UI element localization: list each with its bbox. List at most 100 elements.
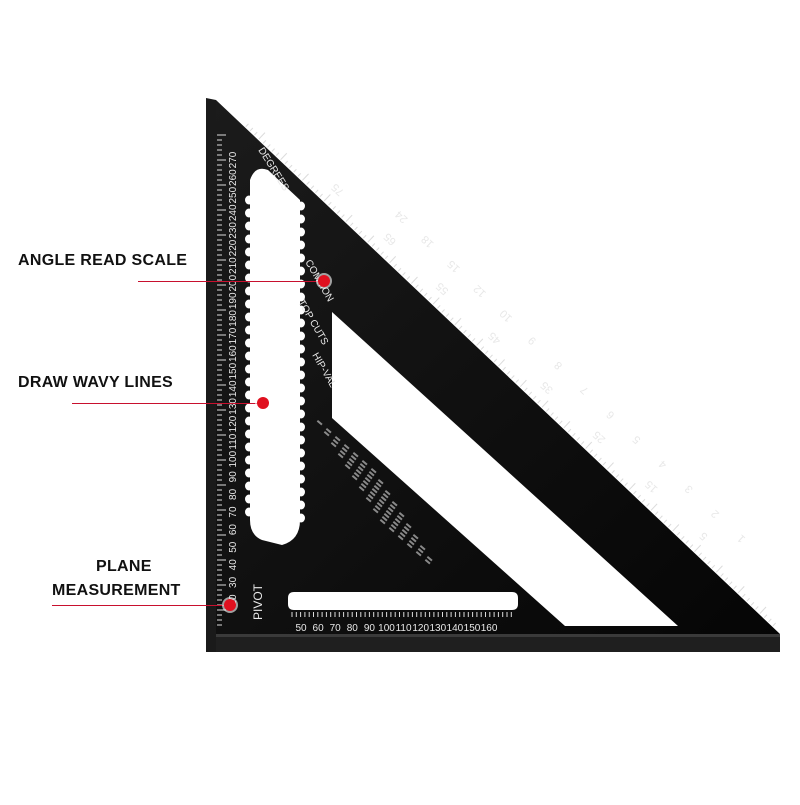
notch xyxy=(245,390,253,400)
rafter-number: 10 xyxy=(498,307,515,324)
hyp-tick xyxy=(755,606,759,610)
base-scale-ticks xyxy=(291,612,512,617)
hyp-tick xyxy=(445,313,450,317)
hyp-tick xyxy=(524,387,528,392)
degree-scale-number: 270 xyxy=(228,151,239,168)
base-scale-number: 80 xyxy=(347,623,359,634)
callout-plane-measurement-line1: PLANE xyxy=(96,558,152,575)
hyp-tick xyxy=(458,325,463,330)
notch xyxy=(297,240,305,250)
hyp-tick xyxy=(467,333,472,338)
degree-scale-number: 70 xyxy=(228,506,239,518)
hyp-degree-number: 65 xyxy=(382,230,399,247)
hyp-tick xyxy=(498,359,505,367)
degree-scale-number: 150 xyxy=(228,362,239,379)
engraving-mark xyxy=(419,544,426,551)
notch xyxy=(297,331,305,341)
notch xyxy=(245,481,253,491)
engraving-mark xyxy=(372,507,379,514)
hyp-tick xyxy=(280,152,288,161)
notch xyxy=(245,429,253,439)
hyp-tick xyxy=(511,375,515,379)
engraving-mark xyxy=(417,548,424,554)
hyp-tick xyxy=(759,606,767,614)
notch xyxy=(245,364,253,374)
hyp-tick xyxy=(415,284,419,289)
degree-scale-number: 80 xyxy=(228,488,239,500)
hyp-tick xyxy=(654,511,659,515)
notch xyxy=(297,513,305,523)
rafter-number: 7 xyxy=(578,383,591,396)
engraving-mark xyxy=(350,455,357,461)
hyp-tick xyxy=(245,123,249,128)
hyp-tick xyxy=(358,230,363,235)
rafter-number: 15 xyxy=(445,258,462,275)
square-base-lip xyxy=(206,634,780,652)
notch xyxy=(297,344,305,354)
notch xyxy=(297,292,305,302)
notch xyxy=(297,357,305,367)
engraving-mark xyxy=(323,431,330,437)
hyp-tick xyxy=(715,565,723,573)
hyp-tick xyxy=(489,354,493,359)
engraving-mark xyxy=(343,443,350,450)
hyp-tick xyxy=(371,243,376,247)
engraving-mark xyxy=(368,471,375,477)
engraving-mark xyxy=(426,556,433,562)
notch xyxy=(297,461,305,471)
degree-scale-number: 170 xyxy=(228,327,239,344)
callout-dot-plane xyxy=(224,599,236,611)
hyp-tick xyxy=(620,478,624,482)
hyp-tick xyxy=(528,391,533,396)
notch xyxy=(297,370,305,380)
degree-scale-number: 220 xyxy=(228,239,239,256)
notch xyxy=(245,286,253,296)
engraving-mark xyxy=(382,492,389,499)
engraving-mark xyxy=(392,520,399,527)
engraving-mark xyxy=(408,540,415,546)
hyp-tick xyxy=(545,408,550,412)
base-scale-number: 160 xyxy=(481,623,498,634)
hyp-tick xyxy=(724,577,729,581)
hyp-tick xyxy=(397,267,402,272)
hyp-tick xyxy=(262,140,267,144)
engraving-mark xyxy=(374,505,381,511)
hyp-tick xyxy=(476,338,484,346)
engraving-mark xyxy=(366,474,373,480)
degree-scale-number: 210 xyxy=(228,257,239,274)
notch xyxy=(245,468,253,478)
hyp-tick xyxy=(258,132,266,140)
hyp-tick xyxy=(302,173,309,181)
hyp-tick xyxy=(563,421,571,429)
notch xyxy=(245,325,253,335)
rafter-number: 2 xyxy=(709,507,722,520)
engraving-mark xyxy=(330,441,337,448)
notch xyxy=(245,494,253,504)
hyp-tick xyxy=(659,515,663,520)
hyp-tick xyxy=(667,523,672,528)
hyp-tick xyxy=(750,602,755,606)
engraving-mark xyxy=(396,515,403,521)
rafter-number: 18 xyxy=(419,233,436,250)
rafter-number: 9 xyxy=(526,334,539,347)
engraving-mark xyxy=(360,482,367,489)
engraving-mark xyxy=(415,550,422,557)
hyp-tick xyxy=(707,560,711,565)
hyp-tick xyxy=(428,296,432,301)
hyp-tick xyxy=(606,462,614,470)
notch xyxy=(297,487,305,497)
hyp-tick xyxy=(637,494,641,499)
notch xyxy=(297,409,305,419)
engraving-mark xyxy=(378,499,385,505)
hyp-tick xyxy=(471,338,476,342)
hyp-tick xyxy=(306,181,310,185)
hyp-tick xyxy=(550,412,554,416)
hyp-tick xyxy=(641,498,646,503)
engraving-mark xyxy=(424,558,431,565)
callout-angle-read-scale: ANGLE READ SCALE xyxy=(18,252,188,269)
hyp-tick xyxy=(249,127,254,132)
engraving-mark xyxy=(391,501,398,507)
notch xyxy=(297,253,305,263)
engraving-mark xyxy=(361,459,368,466)
degree-scale-number: 120 xyxy=(228,415,239,432)
